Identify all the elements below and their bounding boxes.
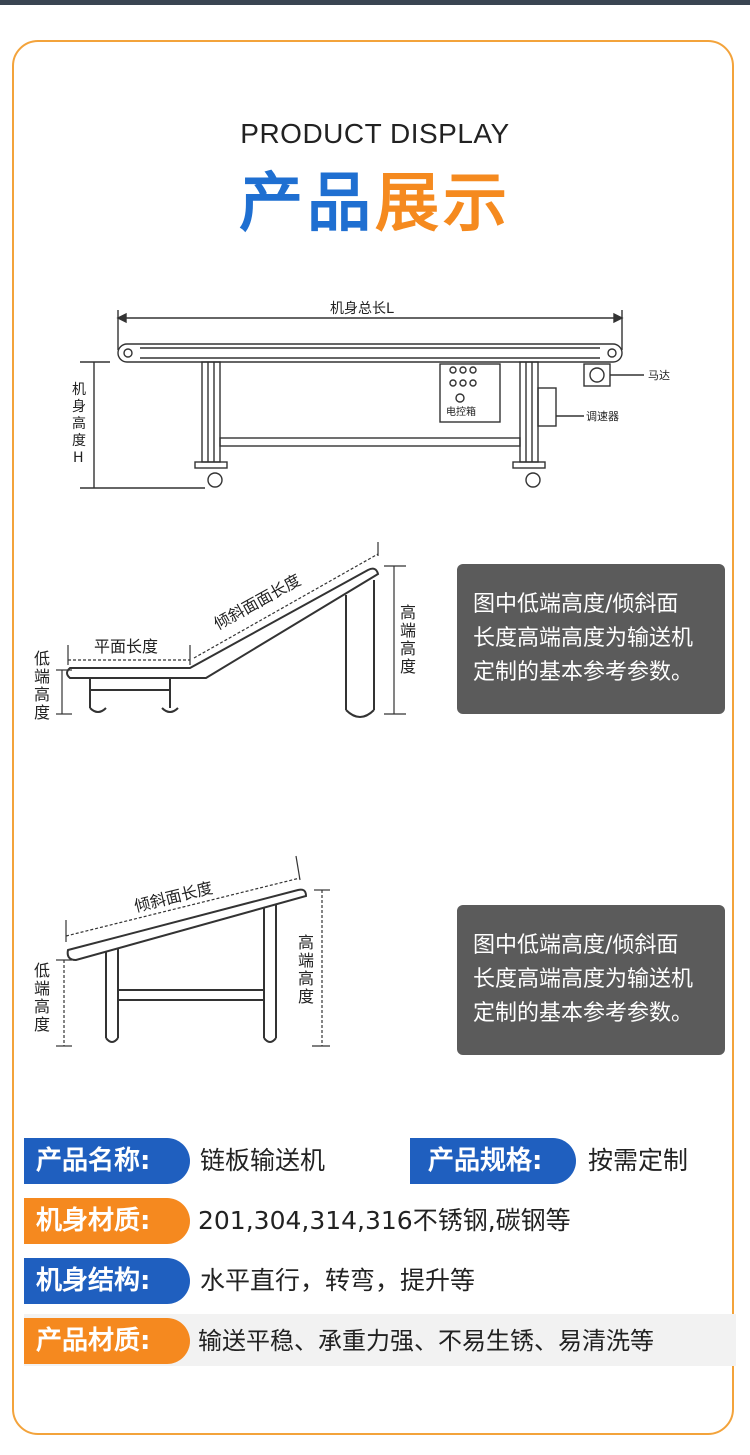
high-char-1: 高	[400, 603, 416, 622]
slope-length-label-2: 倾斜面长度	[132, 878, 214, 916]
body-material-value: 201,304,314,316不锈钢,碳钢等	[198, 1206, 571, 1235]
full-incline-conveyor-diagram: 倾斜面长度 低 端 高 度 高 端 高 度	[34, 855, 330, 1047]
product-spec-value: 按需定制	[588, 1146, 689, 1175]
note-line: 定制的基本参考参数。	[473, 1001, 694, 1026]
note-line: 长度高端高度为输送机	[473, 626, 694, 651]
product-quality-value: 输送平稳、承重力强、不易生锈、易清洗等	[198, 1327, 654, 1355]
note-line: 图中低端高度/倾斜面	[473, 592, 679, 617]
chinese-title: 产品展示	[0, 152, 750, 244]
top-bar	[0, 0, 750, 5]
spec-row-name: 产品名称: 链板输送机 产品规格: 按需定制	[24, 1138, 724, 1184]
spec-row-quality: 产品材质: 输送平稳、承重力强、不易生锈、易清洗等	[24, 1318, 736, 1364]
spec-row-material: 机身材质: 201,304,314,316不锈钢,碳钢等	[24, 1198, 724, 1244]
low-char-4: 度	[34, 1015, 50, 1034]
product-name-value: 链板输送机	[200, 1146, 326, 1175]
note-box-2: 图中低端高度/倾斜面 长度高端高度为输送机 定制的基本参考参数。	[457, 905, 725, 1055]
height-char-3: 高	[72, 415, 86, 432]
high-char-4: 度	[298, 987, 314, 1006]
body-material-tag: 机身材质:	[24, 1198, 190, 1244]
note-line: 长度高端高度为输送机	[473, 967, 694, 992]
total-length-label: 机身总长L	[330, 301, 394, 317]
motor-label: 马达	[648, 369, 670, 382]
low-char-2: 端	[34, 667, 50, 686]
product-spec-tag: 产品规格:	[410, 1138, 576, 1184]
high-char-1: 高	[298, 933, 314, 952]
english-title: PRODUCT DISPLAY	[240, 118, 510, 149]
conveyor-dimension-diagram: 机身总长L 电控箱 马达 调速器 机 身 高 度 H	[72, 301, 670, 489]
low-char-2: 端	[34, 979, 50, 998]
height-char-1: 机	[72, 382, 86, 398]
incline-conveyor-diagram: 平面长度 倾斜面面长度 低 端 高 度 高 端 高 度	[34, 542, 416, 722]
high-char-2: 端	[298, 951, 314, 970]
note-line: 定制的基本参考参数。	[473, 660, 694, 685]
low-char-3: 高	[34, 997, 50, 1016]
height-char-5: H	[73, 450, 84, 466]
control-box-label: 电控箱	[446, 405, 476, 418]
spec-row-structure: 机身结构: 水平直行，转弯，提升等	[24, 1258, 724, 1304]
low-char-4: 度	[34, 703, 50, 722]
body-structure-tag: 机身结构:	[24, 1258, 190, 1304]
title-part-orange: 展示	[375, 167, 511, 241]
low-char-1: 低	[34, 649, 50, 668]
high-char-4: 度	[400, 657, 416, 676]
regulator-label: 调速器	[586, 410, 619, 423]
height-char-4: 度	[72, 433, 86, 449]
product-name-tag: 产品名称:	[24, 1138, 190, 1184]
slope-length-label: 倾斜面面长度	[211, 570, 304, 633]
product-quality-tag: 产品材质:	[24, 1318, 190, 1364]
note-box-1: 图中低端高度/倾斜面 长度高端高度为输送机 定制的基本参考参数。	[457, 564, 725, 714]
note-line: 图中低端高度/倾斜面	[473, 933, 679, 958]
height-char-2: 身	[72, 399, 86, 415]
body-structure-value: 水平直行，转弯，提升等	[200, 1266, 476, 1295]
flat-length-label: 平面长度	[94, 637, 158, 656]
high-char-2: 端	[400, 621, 416, 640]
low-char-3: 高	[34, 685, 50, 704]
high-char-3: 高	[400, 639, 416, 658]
title-part-blue: 产品	[239, 167, 375, 241]
low-char-1: 低	[34, 961, 50, 980]
high-char-3: 高	[298, 969, 314, 988]
